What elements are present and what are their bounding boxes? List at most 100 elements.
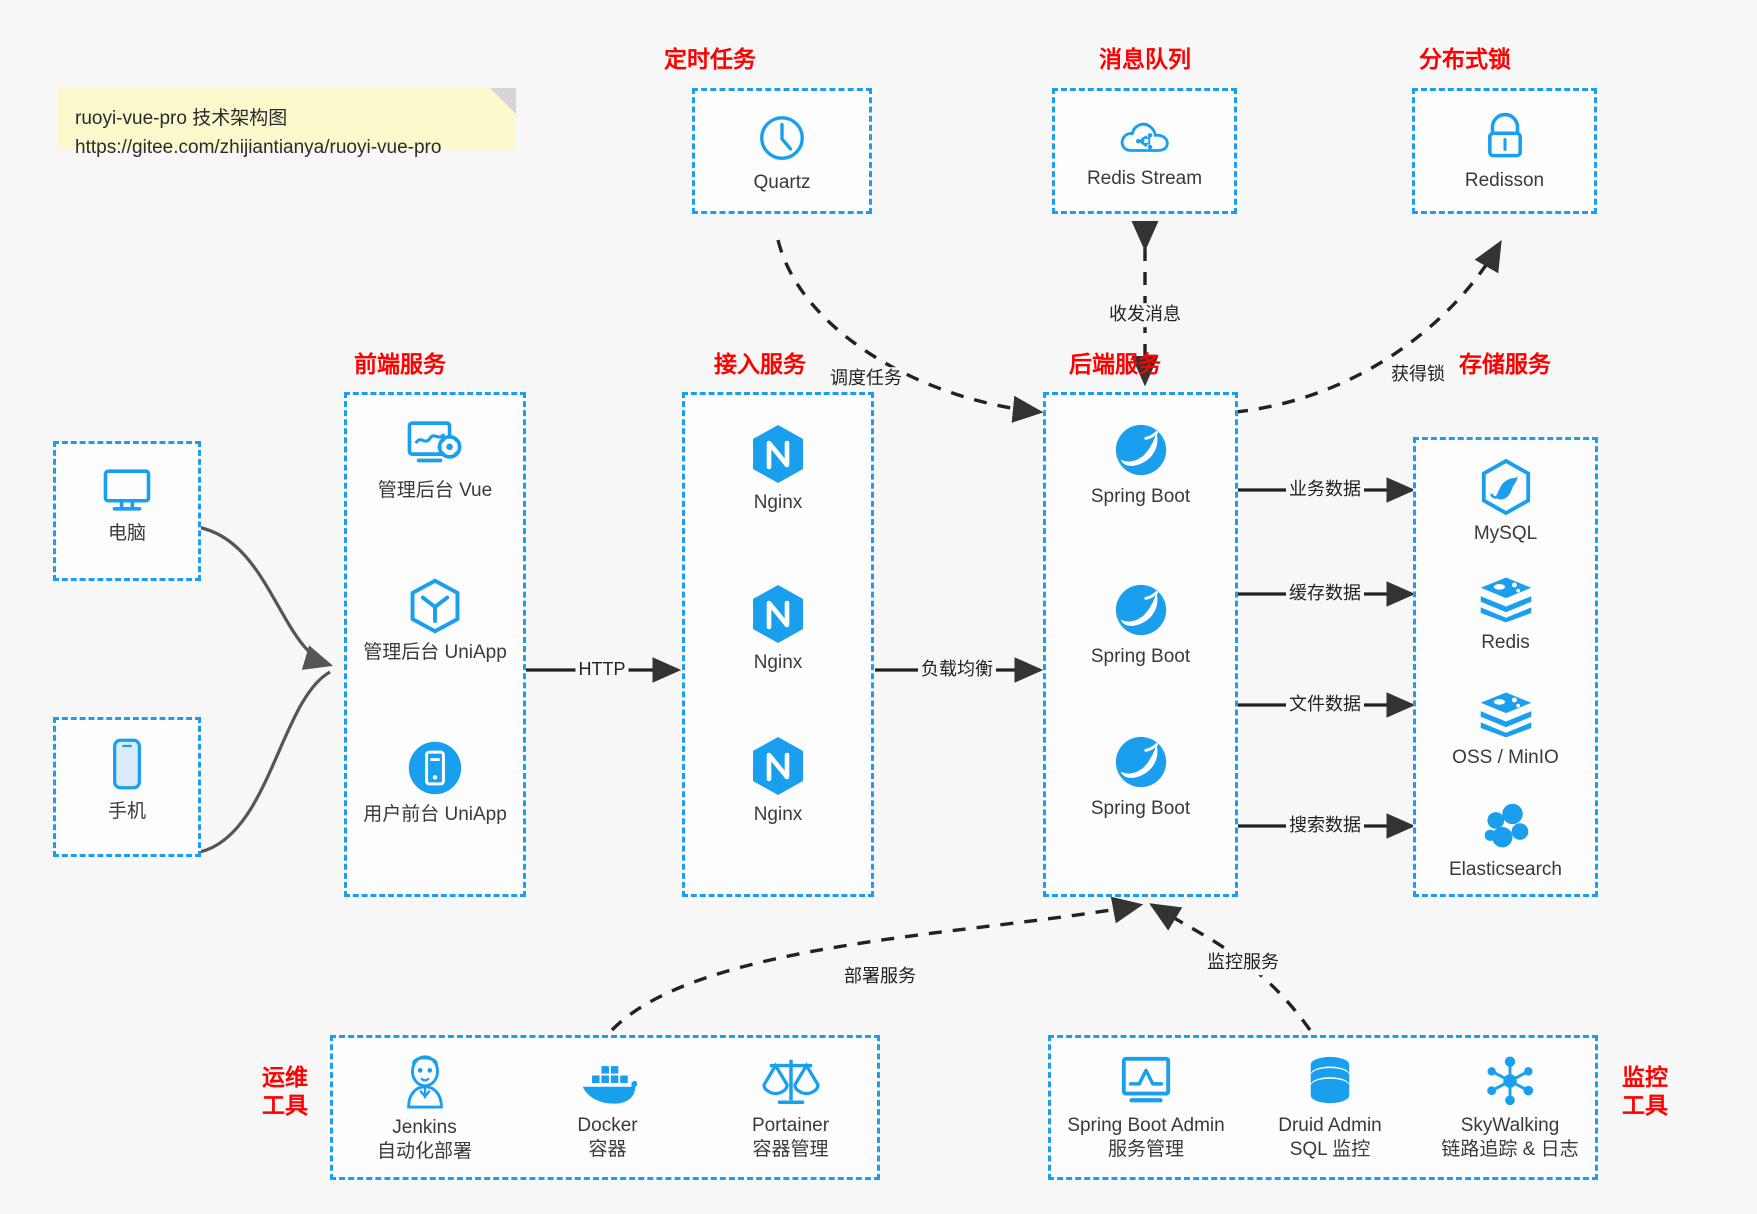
spring-leaf-icon — [1046, 421, 1235, 479]
node-label: Docker — [577, 1115, 638, 1136]
node-label: MySQL — [1473, 523, 1538, 544]
node-sublabel: SQL 监控 — [1289, 1139, 1371, 1161]
node-sublabel: 自动化部署 — [376, 1141, 472, 1163]
group-label-gateway-service: 接入服务 — [714, 351, 806, 377]
edge-label-search-data: 搜索数据 — [1286, 814, 1364, 838]
node-portainer[interactable]: Portainer 容器管理 — [699, 1054, 882, 1163]
node-label: Nginx — [753, 492, 803, 513]
node-label: OSS / MinIO — [1452, 747, 1559, 768]
node-label: Spring Boot — [1090, 486, 1191, 507]
clock-icon — [695, 111, 869, 165]
group-box-distributed-lock: Redisson — [1412, 88, 1597, 214]
node-docker[interactable]: Docker 容器 — [516, 1058, 699, 1163]
nginx-hexagon-icon — [685, 423, 871, 485]
group-box-backend-service: Spring Boot Spring Boot Spring Boot — [1043, 392, 1238, 897]
node-label: Spring Boot — [1090, 646, 1191, 667]
spring-leaf-icon — [1046, 733, 1235, 791]
node-jenkins[interactable]: Jenkins 自动化部署 — [333, 1052, 516, 1165]
group-box-frontend-service: 管理后台 Vue 管理后台 UniApp 用户前台 UniApp — [344, 392, 526, 897]
node-label: Redis Stream — [1086, 168, 1203, 189]
devops-label-line2: 工具 — [262, 1092, 308, 1119]
node-druid-admin[interactable]: Druid Admin SQL 监控 — [1241, 1054, 1419, 1163]
scales-icon — [699, 1054, 882, 1108]
edge-label-deploy-service: 部署服务 — [841, 965, 919, 989]
cloud-stream-icon — [1055, 113, 1234, 161]
edge-label-monitor-service: 监控服务 — [1204, 951, 1282, 975]
node-label: Nginx — [753, 804, 803, 825]
node-nginx-3[interactable]: Nginx — [685, 735, 871, 827]
spring-leaf-icon — [1046, 581, 1235, 639]
group-box-message-queue: Redis Stream — [1052, 88, 1237, 214]
node-springboot-3[interactable]: Spring Boot — [1046, 733, 1235, 821]
group-box-storage-service: MySQL Redis — [1413, 437, 1598, 897]
group-box-monitor-tools: Spring Boot Admin 服务管理 Druid Admin SQL 监 — [1048, 1035, 1598, 1180]
group-label-scheduled-task: 定时任务 — [664, 46, 756, 72]
group-label-distributed-lock: 分布式锁 — [1419, 46, 1511, 72]
info-note: ruoyi-vue-pro 技术架构图 https://gitee.com/zh… — [57, 88, 516, 158]
node-admin-uniapp[interactable]: 管理后台 UniApp — [347, 577, 523, 665]
node-redis-stream[interactable]: Redis Stream — [1055, 113, 1234, 191]
group-label-frontend-service: 前端服务 — [354, 351, 446, 377]
node-label: Redis — [1481, 632, 1530, 653]
group-box-gateway-service: Nginx Nginx Nginx — [682, 392, 874, 897]
smartphone-icon — [56, 736, 198, 794]
node-phone[interactable]: 手机 — [56, 736, 198, 824]
node-label: 管理后台 UniApp — [363, 642, 507, 663]
node-elasticsearch[interactable]: Elasticsearch — [1416, 800, 1595, 882]
group-label-monitor-tools: 监控 工具 — [1610, 1063, 1680, 1119]
group-label-backend-service: 后端服务 — [1069, 351, 1161, 377]
node-skywalking[interactable]: SkyWalking 链路追踪 & 日志 — [1419, 1054, 1601, 1163]
mysql-dolphin-icon — [1416, 458, 1595, 516]
database-cylinder-icon — [1241, 1054, 1419, 1108]
node-computer[interactable]: 电脑 — [56, 464, 198, 546]
edge-label-load-balance: 负载均衡 — [918, 658, 996, 682]
node-label: Spring Boot Admin — [1067, 1115, 1225, 1136]
redis-stack-icon — [1416, 573, 1595, 625]
node-label: SkyWalking — [1460, 1115, 1560, 1136]
node-springboot-1[interactable]: Spring Boot — [1046, 421, 1235, 509]
note-fold-corner — [490, 88, 516, 114]
network-nodes-icon — [1419, 1054, 1601, 1108]
node-quartz[interactable]: Quartz — [695, 111, 869, 195]
jenkins-butler-icon — [333, 1052, 516, 1110]
group-box-computer: 电脑 — [53, 441, 201, 581]
node-nginx-2[interactable]: Nginx — [685, 583, 871, 675]
elasticsearch-cluster-icon — [1416, 800, 1595, 852]
node-spring-boot-admin[interactable]: Spring Boot Admin 服务管理 — [1051, 1054, 1241, 1163]
group-label-devops-tools: 运维 工具 — [250, 1063, 320, 1119]
node-user-uniapp[interactable]: 用户前台 UniApp — [347, 739, 523, 827]
edge-label-file-data: 文件数据 — [1286, 693, 1364, 717]
edge-label-schedule-task: 调度任务 — [827, 367, 905, 391]
node-sublabel: 容器 — [588, 1139, 627, 1161]
group-label-storage-service: 存储服务 — [1459, 351, 1551, 377]
node-label: 电脑 — [107, 523, 146, 544]
node-admin-vue[interactable]: 管理后台 Vue — [347, 417, 523, 503]
node-redis[interactable]: Redis — [1416, 573, 1595, 655]
node-nginx-1[interactable]: Nginx — [685, 423, 871, 515]
hexagon-cube-icon — [347, 577, 523, 635]
node-label: Nginx — [753, 652, 803, 673]
node-redisson[interactable]: Redisson — [1415, 109, 1594, 193]
group-box-scheduled-task: Quartz — [692, 88, 872, 214]
node-label: Spring Boot — [1090, 798, 1191, 819]
group-box-phone: 手机 — [53, 717, 201, 857]
chart-monitor-icon — [1051, 1054, 1241, 1108]
node-label: Quartz — [753, 172, 811, 193]
node-sublabel: 服务管理 — [1107, 1139, 1184, 1161]
group-label-message-queue: 消息队列 — [1099, 46, 1191, 72]
node-oss-minio[interactable]: OSS / MinIO — [1416, 688, 1595, 770]
node-sublabel: 链路追踪 & 日志 — [1441, 1139, 1579, 1161]
node-label: Druid Admin — [1278, 1115, 1382, 1136]
node-sublabel: 容器管理 — [752, 1139, 829, 1161]
dashboard-gear-icon — [347, 417, 523, 473]
nginx-hexagon-icon — [685, 735, 871, 797]
redis-stack-icon — [1416, 688, 1595, 740]
node-label: Redisson — [1464, 170, 1545, 191]
node-mysql[interactable]: MySQL — [1416, 458, 1595, 546]
monitor-label-line1: 监控 — [1622, 1064, 1668, 1090]
node-springboot-2[interactable]: Spring Boot — [1046, 581, 1235, 669]
node-label: 管理后台 Vue — [377, 480, 493, 501]
node-label: 用户前台 UniApp — [363, 804, 507, 825]
note-url: https://gitee.com/zhijiantianya/ruoyi-vu… — [75, 137, 442, 159]
